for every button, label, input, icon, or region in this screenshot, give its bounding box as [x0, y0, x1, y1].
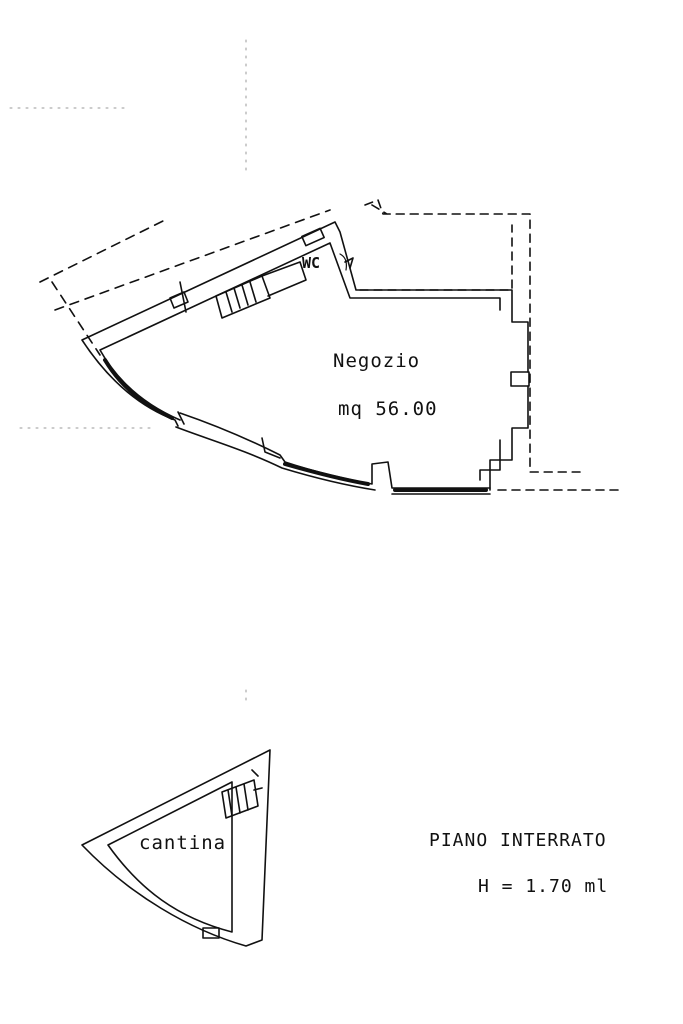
window-segments — [103, 358, 488, 492]
shop-room-label: Negozio — [333, 350, 421, 372]
floor-height-label: H = 1.70 ml — [478, 876, 609, 897]
wall-fixture-left — [169, 281, 189, 313]
cellar-door — [202, 927, 220, 939]
adjacent-boundary-dashed — [39, 209, 331, 356]
wc-partition — [261, 261, 307, 297]
front-facade-inner — [175, 426, 491, 495]
cellar-room-label: cantina — [139, 832, 227, 854]
shop-inner-wall — [99, 242, 501, 481]
cellar-stairs — [221, 779, 259, 819]
small-arrow — [344, 257, 354, 269]
right-pillar — [510, 371, 530, 387]
cellar-inner-wall — [107, 781, 233, 933]
floor-title: PIANO INTERRATO — [429, 830, 607, 851]
wc-door-arc — [339, 253, 347, 271]
facade-pillar-left — [177, 411, 185, 425]
shop-area-label: mq 56.00 — [338, 398, 438, 420]
cellar-window — [251, 769, 263, 791]
cellar-outer-wall — [81, 749, 271, 947]
upper-floor-outline-dashed — [359, 199, 621, 491]
facade-pillar-mid — [261, 437, 281, 459]
wall-fixture-top — [301, 227, 325, 247]
stair-block — [215, 275, 271, 319]
construction-marks — [9, 39, 247, 701]
wc-label: WC — [302, 254, 321, 272]
